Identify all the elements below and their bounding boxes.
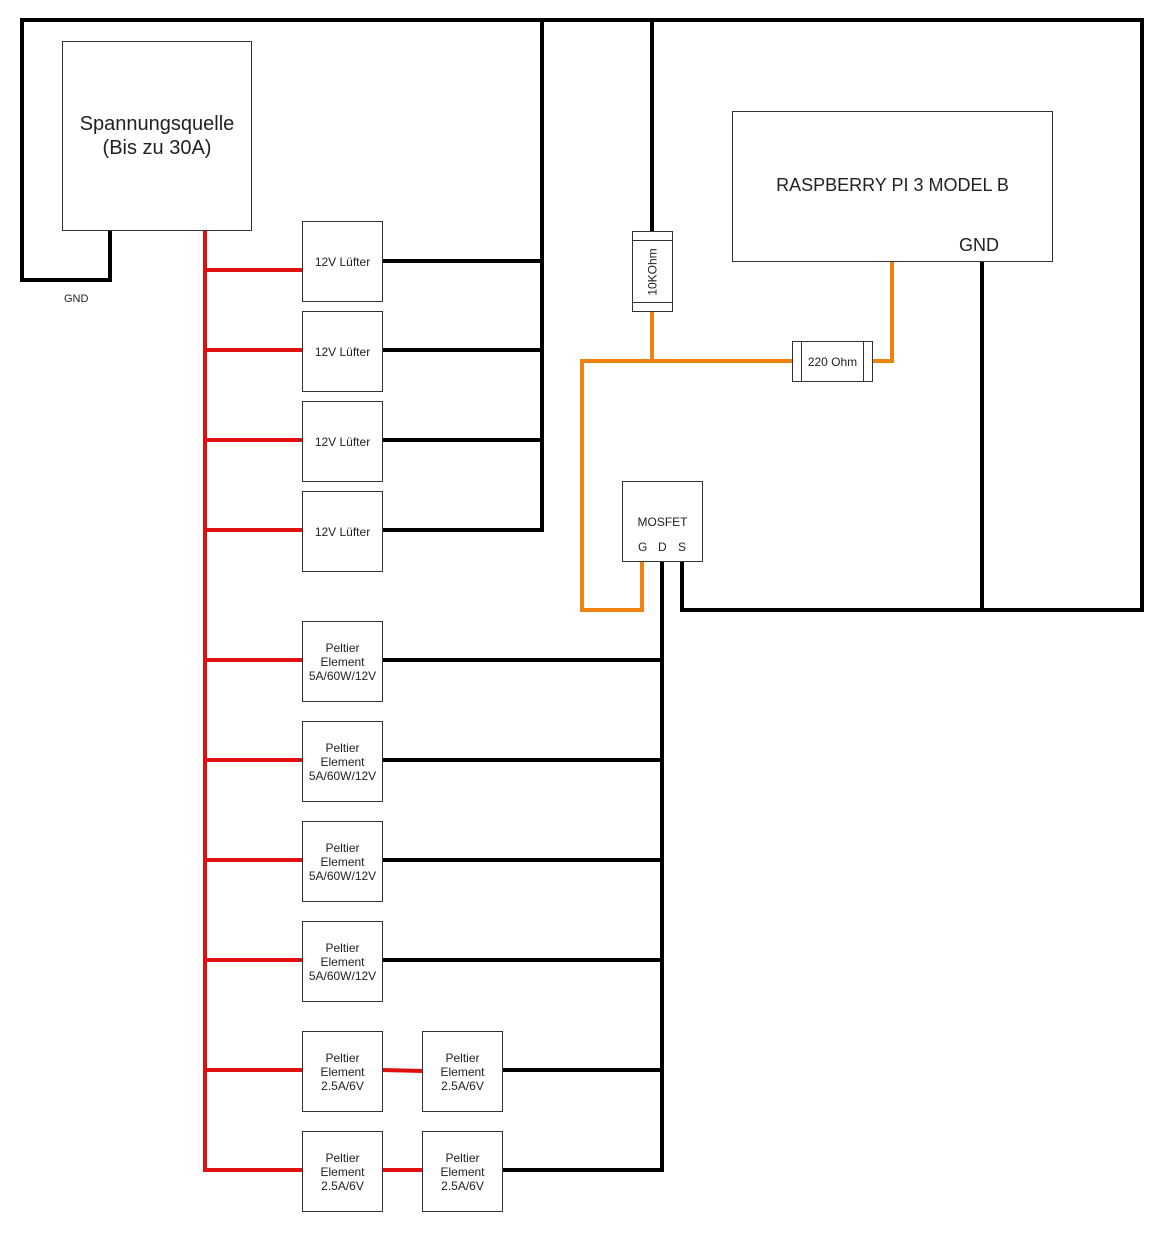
peltier-small-box: Peltier Element 2.5A/6V [422, 1131, 503, 1212]
peltier-series-a [379, 1067, 425, 1074]
mosfet-box: MOSFET G D S [622, 481, 703, 562]
peltier-line1: Peltier [325, 1150, 360, 1165]
peltier-box: Peltier Element 5A/60W/12V [302, 821, 383, 902]
peltier-line1: Peltier [325, 640, 360, 655]
mosfet-pin-gate: G [638, 540, 648, 554]
peltier-line1: Peltier [445, 1050, 480, 1065]
peltier-line1: Peltier [325, 740, 360, 755]
power-source-box: Spannungsquelle (Bis zu 30A) [62, 41, 252, 231]
peltier-small-box: Peltier Element 2.5A/6V [302, 1031, 383, 1112]
peltier-line2: Element [320, 854, 365, 869]
fan-label: 12V Lüfter [314, 344, 371, 359]
resistor-10k: 10KOhm [632, 231, 673, 312]
peltier-box: Peltier Element 5A/60W/12V [302, 921, 383, 1002]
signal-wires [580, 260, 894, 612]
fan-label: 12V Lüfter [314, 524, 371, 539]
peltier-line1: Peltier [325, 840, 360, 855]
raspberry-pi-box: RASPBERRY PI 3 MODEL B GND [732, 111, 1053, 262]
peltier-line2: Element [320, 1164, 365, 1179]
fan-box: 12V Lüfter [302, 401, 383, 482]
peltier-line2: Element [320, 754, 365, 769]
resistor-220: 220 Ohm [792, 341, 873, 382]
peltier-line3: 5A/60W/12V [308, 668, 377, 683]
resistor-220-label: 220 Ohm [807, 354, 858, 369]
fan-label: 12V Lüfter [314, 254, 371, 269]
supply-wires [203, 230, 425, 1172]
resistor-10k-band-top [633, 240, 672, 241]
resistor-10k-band-bottom [633, 302, 672, 303]
ground-loop-left [20, 18, 1144, 612]
fan-box: 12V Lüfter [302, 311, 383, 392]
mosfet-title: MOSFET [637, 515, 688, 529]
fan-label: 12V Lüfter [314, 434, 371, 449]
peltier-line2: Element [440, 1164, 485, 1179]
peltier-box: Peltier Element 5A/60W/12V [302, 621, 383, 702]
power-source-subtitle: (Bis zu 30A) [102, 137, 212, 159]
gpio-wire [870, 260, 894, 363]
peltier-line3: 5A/60W/12V [308, 968, 377, 983]
ground-wires [20, 18, 1144, 1172]
peltier-line3: 5A/60W/12V [308, 868, 377, 883]
peltier-line2: Element [440, 1064, 485, 1079]
mosfet-pin-drain: D [658, 540, 667, 554]
power-source-title: Spannungsquelle [79, 113, 235, 135]
peltier-line3: 5A/60W/12V [308, 768, 377, 783]
peltier-small-box: Peltier Element 2.5A/6V [422, 1031, 503, 1112]
peltier-line2: Element [320, 654, 365, 669]
peltier-line1: Peltier [325, 1050, 360, 1065]
peltier-box: Peltier Element 5A/60W/12V [302, 721, 383, 802]
resistor-220-band-right [863, 342, 864, 381]
peltier-small-box: Peltier Element 2.5A/6V [302, 1131, 383, 1212]
raspberry-pi-title: RASPBERRY PI 3 MODEL B [776, 175, 1009, 195]
resistor-220-band-left [801, 342, 802, 381]
peltier-line1: Peltier [445, 1150, 480, 1165]
mosfet-pin-source: S [678, 540, 687, 554]
peltier-line3: 2.5A/6V [321, 1178, 364, 1193]
peltier-line2: Element [320, 1064, 365, 1079]
peltier-line3: 2.5A/6V [441, 1078, 484, 1093]
peltier-line2: Element [320, 954, 365, 969]
peltier-line3: 2.5A/6V [441, 1178, 484, 1193]
gnd-left-label: GND [64, 293, 89, 305]
resistor-10k-label: 10KOhm [645, 247, 660, 296]
fan-box: 12V Lüfter [302, 491, 383, 572]
peltier-line1: Peltier [325, 940, 360, 955]
raspberry-pi-gnd: GND [959, 235, 999, 255]
peltier-line3: 2.5A/6V [321, 1078, 364, 1093]
fan-box: 12V Lüfter [302, 221, 383, 302]
